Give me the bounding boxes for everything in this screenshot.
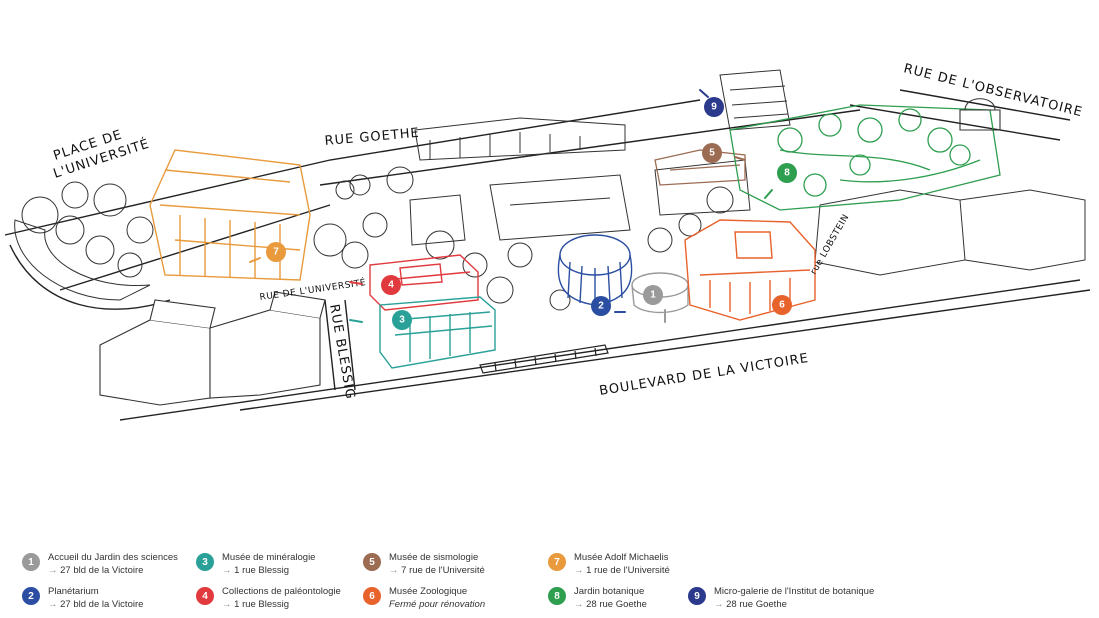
tram-stop bbox=[479, 344, 609, 374]
legend-name-1: Accueil du Jardin des sciences bbox=[48, 552, 178, 563]
marker-9-num: 9 bbox=[711, 102, 717, 113]
arrows bbox=[249, 89, 773, 323]
observatoire bbox=[959, 98, 1001, 131]
legend-item-2[interactable]: 2 Planétarium → 27 bld de la Victoire bbox=[22, 585, 143, 611]
marker-4[interactable]: 4 bbox=[381, 275, 401, 295]
marker-2-num: 2 bbox=[598, 301, 604, 312]
central-buildings bbox=[409, 69, 1086, 276]
label-rue-lobstein: rue LOBSTEIN bbox=[809, 213, 852, 277]
marker-8-num: 8 bbox=[784, 168, 790, 179]
legend-dot-5: 5 bbox=[363, 553, 381, 571]
campus-map: PLACE DE L'UNIVERSITÉ RUE GOETHE RUE DE … bbox=[4, 61, 1091, 421]
legend-name-5: Musée de sismologie bbox=[389, 552, 479, 563]
building-5-sismologie bbox=[654, 149, 746, 186]
building-6-zoologique bbox=[684, 219, 816, 321]
jardin-botanique bbox=[729, 104, 1001, 211]
building-2-planetarium bbox=[557, 234, 633, 306]
legend-addr-8: 28 rue Goethe bbox=[586, 599, 647, 610]
legend-addr-9: 28 rue Goethe bbox=[726, 599, 787, 610]
marker-1[interactable]: 1 bbox=[643, 285, 663, 305]
label-rue-goethe: RUE GOETHE bbox=[324, 126, 420, 149]
trees bbox=[313, 166, 734, 311]
marker-7[interactable]: 7 bbox=[266, 242, 286, 262]
legend-dot-8: 8 bbox=[548, 587, 566, 605]
legend-item-1[interactable]: 1 Accueil du Jardin des sciences → 27 bl… bbox=[22, 551, 178, 577]
legend-item-7[interactable]: 7 Musée Adolf Michaelis → 1 rue de l'Uni… bbox=[548, 551, 670, 577]
building-3-mineralogie bbox=[379, 296, 496, 369]
marker-3-num: 3 bbox=[399, 315, 405, 326]
legend-item-5[interactable]: 5 Musée de sismologie → 7 rue de l'Unive… bbox=[363, 551, 485, 577]
marker-6[interactable]: 6 bbox=[772, 295, 792, 315]
markers: 1 2 3 4 5 6 7 8 9 bbox=[266, 97, 797, 330]
legend: 1 Accueil du Jardin des sciences → 27 bl… bbox=[0, 545, 1099, 615]
legend-addr-2: 27 bld de la Victoire bbox=[60, 599, 144, 610]
legend-name-4: Collections de paléontologie bbox=[222, 586, 341, 597]
legend-addr-1: 27 bld de la Victoire bbox=[60, 565, 144, 576]
legend-dot-9: 9 bbox=[688, 587, 706, 605]
legend-addr-4: 1 rue Blessig bbox=[234, 599, 290, 610]
legend-dot-1: 1 bbox=[22, 553, 40, 571]
legend-addr-3: 1 rue Blessig bbox=[234, 565, 290, 576]
label-rue-observatoire: RUE DE L'OBSERVATOIRE bbox=[902, 61, 1084, 120]
marker-5-num: 5 bbox=[709, 148, 715, 159]
legend-dot-4: 4 bbox=[196, 587, 214, 605]
marker-6-num: 6 bbox=[779, 300, 785, 311]
marker-8[interactable]: 8 bbox=[777, 163, 797, 183]
legend-dot-2: 2 bbox=[22, 587, 40, 605]
legend-dot-3: 3 bbox=[196, 553, 214, 571]
legend-addr-7: 1 rue de l'Université bbox=[586, 565, 670, 576]
marker-2[interactable]: 2 bbox=[591, 296, 611, 316]
legend-name-2: Planétarium bbox=[48, 586, 99, 597]
legend-item-4[interactable]: 4 Collections de paléontologie → 1 rue B… bbox=[196, 585, 341, 611]
legend-item-6[interactable]: 6 Musée Zoologique Fermé pour rénovation bbox=[363, 585, 485, 611]
legend-addr-5: 7 rue de l'Université bbox=[401, 565, 485, 576]
legend-item-9[interactable]: 9 Micro-galerie de l'Institut de botaniq… bbox=[688, 585, 874, 611]
marker-1-num: 1 bbox=[650, 290, 656, 301]
legend-dot-6: 6 bbox=[363, 587, 381, 605]
label-boulevard-victoire: BOULEVARD DE LA VICTOIRE bbox=[598, 351, 810, 399]
legend-addr-6: Fermé pour rénovation bbox=[389, 599, 486, 610]
legend-item-8[interactable]: 8 Jardin botanique → 28 rue Goethe bbox=[548, 585, 647, 611]
building-4-paleontologie bbox=[369, 254, 479, 311]
legend-name-6: Musée Zoologique bbox=[389, 586, 468, 597]
marker-9[interactable]: 9 bbox=[704, 97, 724, 117]
left-block-buildings bbox=[99, 291, 326, 406]
legend-name-9: Micro-galerie de l'Institut de botanique bbox=[714, 586, 875, 597]
marker-7-num: 7 bbox=[273, 247, 279, 258]
legend-name-8: Jardin botanique bbox=[574, 586, 645, 597]
marker-4-num: 4 bbox=[388, 280, 394, 291]
legend-dot-7: 7 bbox=[548, 553, 566, 571]
marker-3[interactable]: 3 bbox=[392, 310, 412, 330]
place-universite-plaza bbox=[14, 181, 154, 301]
legend-name-3: Musée de minéralogie bbox=[222, 552, 316, 563]
marker-5[interactable]: 5 bbox=[702, 143, 722, 163]
legend-item-3[interactable]: 3 Musée de minéralogie → 1 rue Blessig bbox=[196, 551, 315, 577]
legend-name-7: Musée Adolf Michaelis bbox=[574, 552, 669, 563]
